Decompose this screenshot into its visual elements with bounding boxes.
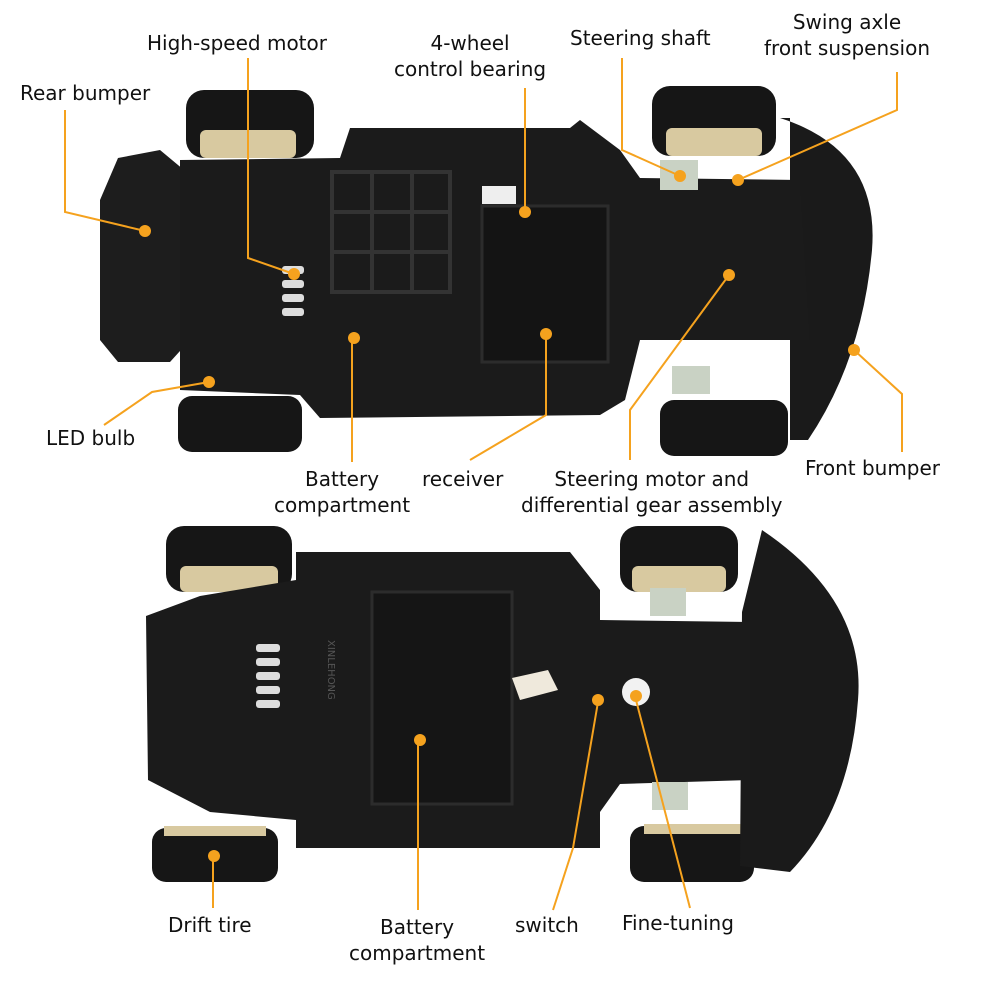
- label-steering-motor-line2: differential gear assembly: [521, 493, 783, 517]
- label-high-speed-motor: High-speed motor: [147, 30, 327, 56]
- label-led-bulb-text: LED bulb: [46, 426, 136, 450]
- label-rear-bumper-text: Rear bumper: [20, 81, 151, 105]
- dot-steering-motor: [723, 269, 735, 281]
- label-front-bumper: Front bumper: [805, 455, 940, 481]
- bottom-battery-cover: [370, 590, 514, 806]
- dot-high-speed-motor: [288, 268, 300, 280]
- dot-fine-tuning: [630, 690, 642, 702]
- leader-high-speed-motor: [247, 58, 295, 275]
- label-drift-tire-text: Drift tire: [168, 913, 252, 937]
- dot-drift-tire: [208, 850, 220, 862]
- leader-front-bumper: [853, 349, 903, 452]
- leader-rear-bumper: [64, 110, 146, 232]
- label-rear-bumper: Rear bumper: [20, 80, 150, 106]
- bottom-car: XINLEHONG: [146, 526, 859, 882]
- leader-steering-shaft: [621, 58, 681, 177]
- callout-dots: [139, 170, 860, 862]
- label-4-wheel-control-bearing: 4-wheel control bearing: [394, 30, 546, 82]
- label-4-wheel-line1: 4-wheel: [430, 31, 510, 55]
- label-receiver: receiver: [422, 466, 503, 492]
- label-fine-tuning-text: Fine-tuning: [622, 911, 734, 935]
- label-swing-axle-line2: front suspension: [764, 36, 931, 60]
- dot-led-bulb: [203, 376, 215, 388]
- dot-battery-2: [414, 734, 426, 746]
- bottom-front-right-wheel: [630, 824, 754, 882]
- leader-led-bulb: [103, 381, 210, 426]
- bottom-rear-left-wheel: [166, 526, 292, 592]
- dot-steering-shaft: [674, 170, 686, 182]
- dot-4-wheel: [519, 206, 531, 218]
- dot-swing-axle: [732, 174, 744, 186]
- top-rear-left-wheel: [186, 90, 314, 158]
- top-front-left-wheel: [652, 86, 776, 156]
- top-plug: [482, 186, 516, 204]
- top-rear-right-wheel: [178, 396, 302, 452]
- label-front-bumper-text: Front bumper: [805, 456, 941, 480]
- label-switch: switch: [515, 912, 579, 938]
- label-steering-shaft: Steering shaft: [570, 25, 711, 51]
- top-rear-frame: [100, 150, 190, 362]
- label-steering-motor-differential: Steering motor and differential gear ass…: [521, 466, 782, 518]
- label-steering-motor-line1: Steering motor and: [554, 467, 750, 491]
- top-battery-grid: [330, 170, 452, 294]
- dot-switch: [592, 694, 604, 706]
- bottom-motor-spring: [256, 644, 280, 708]
- label-switch-text: switch: [515, 913, 579, 937]
- label-drift-tire: Drift tire: [168, 912, 252, 938]
- label-high-speed-motor-text: High-speed motor: [147, 31, 327, 55]
- bottom-steering-knuckle-left: [650, 588, 686, 616]
- leader-swing-axle: [737, 72, 898, 181]
- label-4-wheel-line2: control bearing: [394, 57, 547, 81]
- label-battery-top-line1: Battery: [305, 467, 380, 491]
- leader-steering-motor: [629, 274, 730, 460]
- dot-front-bumper: [848, 344, 860, 356]
- top-front-right-wheel: [660, 400, 788, 456]
- leader-switch: [552, 701, 599, 911]
- dot-receiver: [540, 328, 552, 340]
- label-led-bulb: LED bulb: [46, 425, 135, 451]
- bottom-front-bumper: [740, 530, 859, 872]
- label-battery-bottom-line1: Battery: [380, 915, 455, 939]
- label-steering-shaft-text: Steering shaft: [570, 26, 711, 50]
- label-receiver-text: receiver: [422, 467, 504, 491]
- label-swing-axle-front-suspension: Swing axle front suspension: [764, 9, 930, 61]
- bottom-front-left-wheel: [620, 526, 738, 592]
- leader-receiver: [469, 334, 547, 461]
- top-steering-knuckle-right: [672, 366, 710, 394]
- top-car: [100, 86, 873, 456]
- label-battery-compartment-bottom: Battery compartment: [349, 914, 485, 966]
- dot-rear-bumper: [139, 225, 151, 237]
- dot-battery-1: [348, 332, 360, 344]
- label-battery-top-line2: compartment: [274, 493, 411, 517]
- bottom-brand-engraving: XINLEHONG: [325, 640, 336, 700]
- leader-fine-tuning: [635, 699, 691, 909]
- label-swing-axle-line1: Swing axle: [792, 10, 902, 34]
- top-front-bumper: [780, 118, 873, 440]
- bottom-battery-latch: [512, 670, 558, 700]
- label-battery-bottom-line2: compartment: [349, 941, 486, 965]
- label-fine-tuning: Fine-tuning: [622, 910, 734, 936]
- leader-lines: [64, 58, 903, 911]
- label-battery-compartment-top: Battery compartment: [274, 466, 410, 518]
